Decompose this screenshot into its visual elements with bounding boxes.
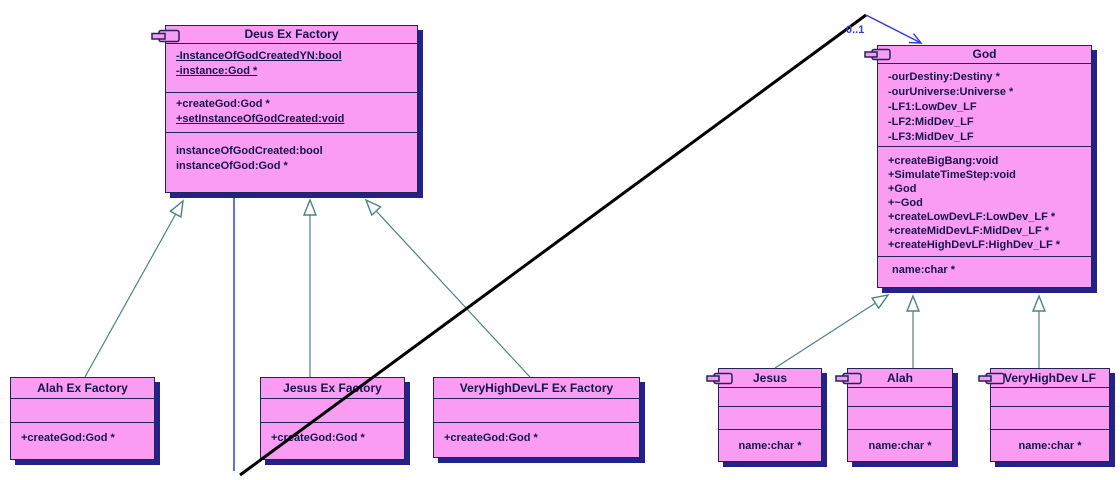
generalization-alah-factory-to-deus[interactable] bbox=[84, 201, 183, 378]
operation[interactable]: +setInstanceOfGodCreated:void bbox=[176, 113, 345, 125]
generalization-jesus-to-god[interactable] bbox=[774, 295, 888, 369]
attributes-compartment-empty bbox=[261, 398, 404, 422]
operation[interactable]: +createLowDevLF:LowDev_LF * bbox=[888, 211, 1056, 223]
class-title: Jesus Ex Factory bbox=[283, 381, 382, 395]
class-title: Deus Ex Factory bbox=[244, 27, 339, 41]
operation[interactable]: +God bbox=[888, 183, 917, 195]
attributes-compartment-empty bbox=[11, 398, 154, 422]
class-icon bbox=[978, 372, 1005, 385]
class-icon bbox=[835, 372, 862, 385]
class-icon bbox=[151, 29, 180, 43]
class-title: VeryHighDev LF bbox=[1003, 371, 1097, 385]
operations-compartment: +createGod:God * bbox=[261, 422, 404, 459]
attribute[interactable]: -LF2:MidDev_LF bbox=[888, 116, 974, 128]
class-jesus[interactable]: Jesus name:char * bbox=[706, 368, 822, 462]
multiplicity-label[interactable]: 0..1 bbox=[846, 24, 865, 36]
attributes-compartment-empty bbox=[848, 387, 952, 406]
operation[interactable]: +createBigBang:void bbox=[888, 155, 999, 167]
class-god[interactable]: God -ourDestiny:Destiny * -ourUniverse:U… bbox=[864, 45, 1092, 288]
attribute[interactable]: -ourUniverse:Universe * bbox=[888, 86, 1014, 98]
attribute[interactable]: -instance:God * bbox=[176, 65, 258, 77]
operation[interactable]: +createGod:God * bbox=[176, 98, 270, 110]
class-veryhighdev-lf[interactable]: VeryHighDev LF name:char * bbox=[978, 368, 1110, 462]
attributes-compartment-empty bbox=[719, 387, 821, 406]
attributes-compartment-empty bbox=[434, 398, 639, 422]
class-alah[interactable]: Alah name:char * bbox=[835, 368, 953, 462]
class-alah-ex-factory[interactable]: Alah Ex Factory +createGod:God * bbox=[10, 377, 155, 460]
attribute[interactable]: -InstanceOfGodCreatedYN:bool bbox=[176, 50, 342, 62]
operations-compartment-empty bbox=[719, 406, 821, 429]
operation[interactable]: +SimulateTimeStep:void bbox=[888, 169, 1016, 181]
property[interactable]: name:char * bbox=[868, 440, 932, 452]
properties-compartment: name:char * bbox=[848, 429, 952, 461]
class-title: Jesus bbox=[752, 371, 788, 385]
property[interactable]: instanceOfGodCreated:bool bbox=[176, 145, 323, 157]
generalization-veryhighdevlf-factory-to-deus[interactable] bbox=[366, 200, 531, 378]
attributes-compartment: -InstanceOfGodCreatedYN:bool -instance:G… bbox=[166, 43, 417, 92]
class-icon bbox=[706, 372, 733, 385]
attributes-compartment: -ourDestiny:Destiny * -ourUniverse:Unive… bbox=[878, 63, 1091, 146]
class-veryhighdevlf-ex-factory[interactable]: VeryHighDevLF Ex Factory +createGod:God … bbox=[433, 377, 640, 458]
property[interactable]: name:char * bbox=[738, 440, 802, 452]
property[interactable]: instanceOfGod:God * bbox=[176, 160, 288, 172]
properties-compartment: instanceOfGodCreated:bool instanceOfGod:… bbox=[166, 132, 417, 192]
properties-compartment: name:char * bbox=[878, 256, 1091, 287]
class-title: God bbox=[972, 47, 997, 61]
class-deus-ex-factory[interactable]: Deus Ex Factory -InstanceOfGodCreatedYN:… bbox=[151, 25, 418, 193]
operation[interactable]: +createMidDevLF:MidDev_LF * bbox=[888, 225, 1050, 237]
class-jesus-ex-factory[interactable]: Jesus Ex Factory +createGod:God * bbox=[260, 377, 405, 460]
property[interactable]: name:char * bbox=[892, 264, 955, 276]
class-title: Alah bbox=[886, 371, 913, 385]
operations-compartment: +createGod:God * +setInstanceOfGodCreate… bbox=[166, 92, 417, 132]
operation[interactable]: +createGod:God * bbox=[444, 432, 538, 444]
operations-compartment-empty bbox=[991, 406, 1109, 429]
operation[interactable]: +~God bbox=[888, 197, 923, 209]
operation[interactable]: +createGod:God * bbox=[271, 432, 365, 444]
class-icon bbox=[864, 48, 891, 61]
operation[interactable]: +createGod:God * bbox=[21, 432, 115, 444]
property[interactable]: name:char * bbox=[1018, 440, 1082, 452]
operations-compartment: +createBigBang:void +SimulateTimeStep:vo… bbox=[878, 146, 1091, 256]
operations-compartment-empty bbox=[848, 406, 952, 429]
attribute[interactable]: -ourDestiny:Destiny * bbox=[888, 71, 1000, 83]
properties-compartment: name:char * bbox=[719, 429, 821, 461]
operations-compartment: +createGod:God * bbox=[11, 422, 154, 459]
attributes-compartment-empty bbox=[991, 387, 1109, 406]
association-deus-god-arrow[interactable] bbox=[865, 14, 923, 44]
operation[interactable]: +createHighDevLF:HighDev_LF * bbox=[888, 239, 1061, 251]
attribute[interactable]: -LF3:MidDev_LF bbox=[888, 131, 974, 143]
class-title: Alah Ex Factory bbox=[37, 381, 128, 395]
properties-compartment: name:char * bbox=[991, 429, 1109, 461]
operations-compartment: +createGod:God * bbox=[434, 422, 639, 457]
attribute[interactable]: -LF1:LowDev_LF bbox=[888, 101, 977, 113]
class-title: VeryHighDevLF Ex Factory bbox=[459, 381, 614, 395]
